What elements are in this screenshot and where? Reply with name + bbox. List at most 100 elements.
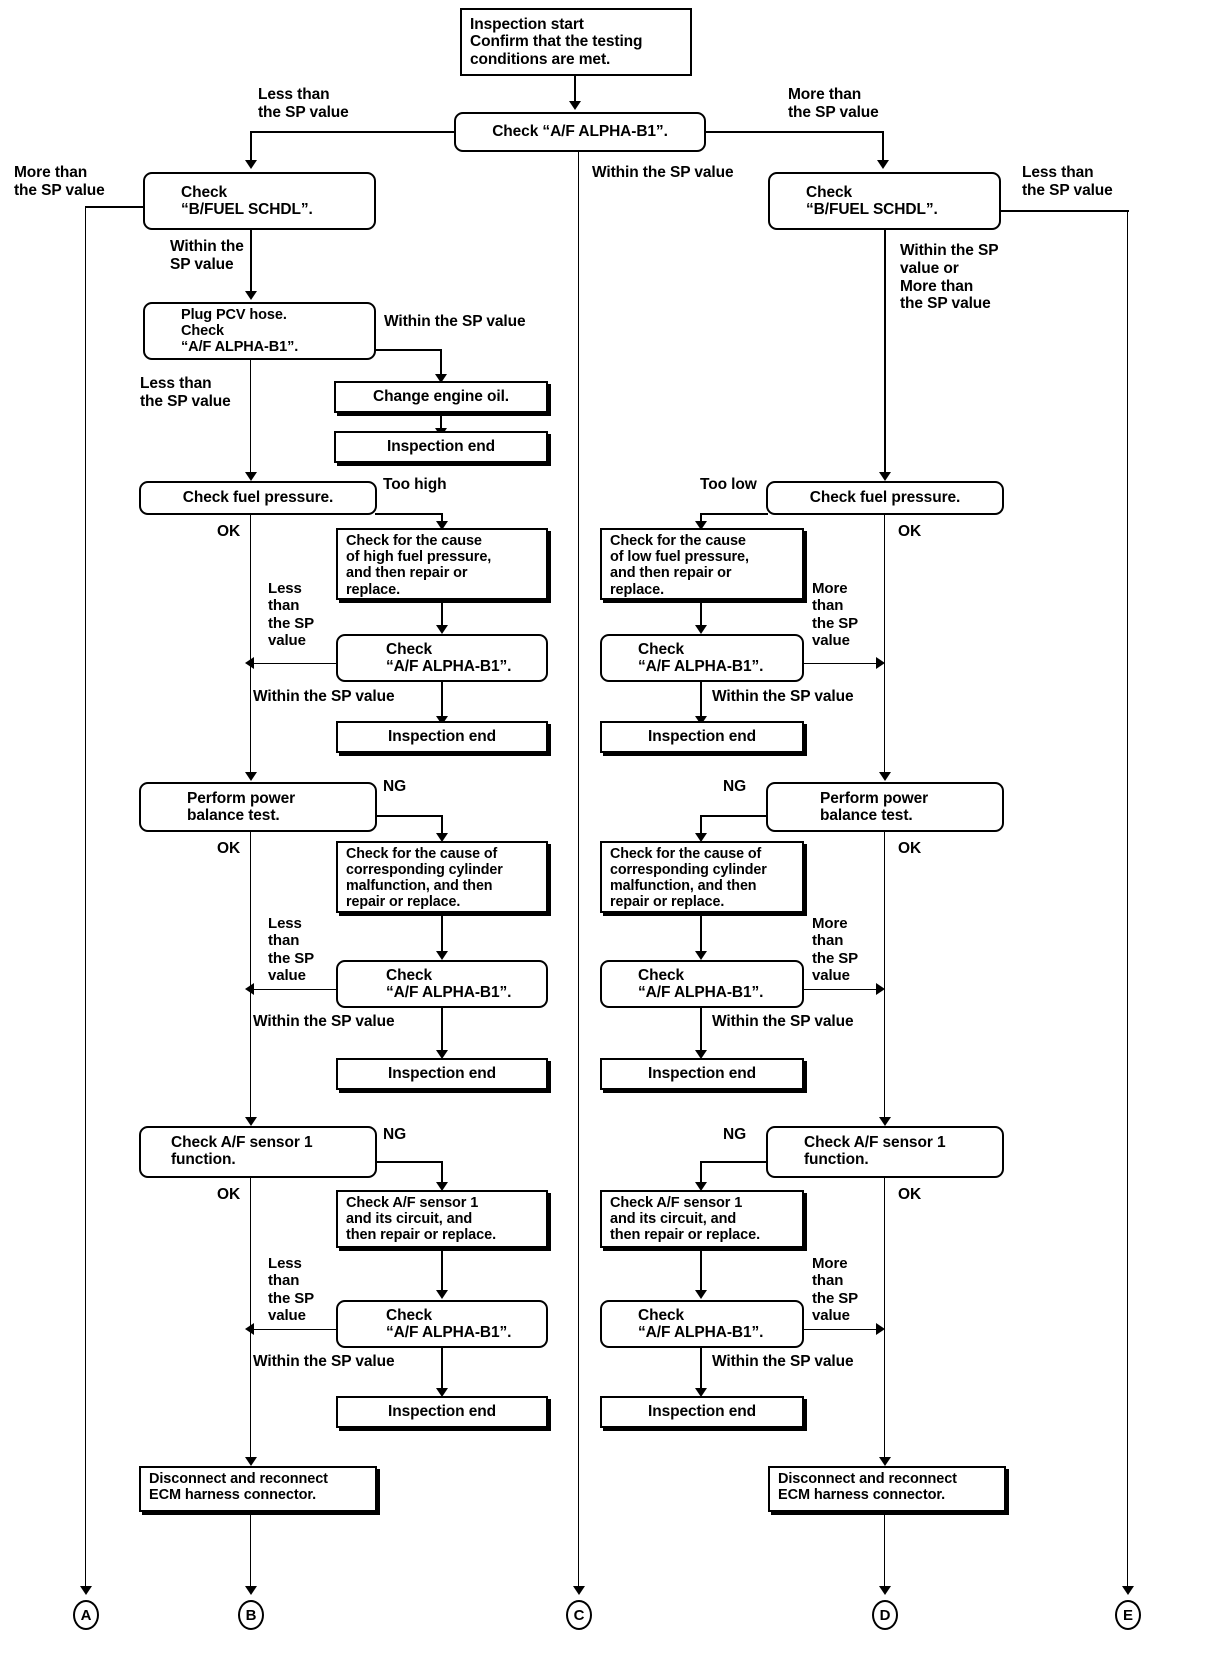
edge-ecm-right-to-d <box>884 1512 886 1590</box>
node-inspection-end-5: Inspection end <box>600 1058 804 1090</box>
node-label: Inspection start Confirm that the testin… <box>470 15 643 68</box>
arrow-down <box>695 833 707 842</box>
node-inspection-end-4: Inspection end <box>336 1058 548 1090</box>
edge-within-to-end-right-2 <box>700 1008 702 1054</box>
edge-ng-sensor-right-v <box>700 1161 702 1186</box>
edge-ng-right-h <box>700 815 768 817</box>
edge-ok-pb-right <box>884 832 886 1121</box>
edge-cause-low-to-check <box>700 600 702 628</box>
connector-label: C <box>573 1606 585 1624</box>
arrow-left <box>245 1323 254 1335</box>
arrow-down <box>695 521 707 530</box>
edge-start-to-check <box>574 76 576 103</box>
node-label: Check A/F sensor 1 and its circuit, and … <box>610 1195 761 1244</box>
edge-less-back-left-3 <box>252 1329 338 1331</box>
node-check-fuel-pressure-left: Check fuel pressure. <box>139 481 377 515</box>
node-label: Check fuel pressure. <box>809 489 961 507</box>
node-label: Disconnect and reconnect ECM harness con… <box>778 1471 957 1504</box>
node-label: Check for the cause of corresponding cyl… <box>346 846 503 910</box>
arrow-down <box>879 472 891 481</box>
node-change-engine-oil: Change engine oil. <box>334 381 548 413</box>
arrow-left <box>245 983 254 995</box>
node-label: Check “A/F ALPHA-B1”. <box>638 1306 764 1341</box>
node-label: Check “B/FUEL SCHDL”. <box>806 183 938 218</box>
arrow-down <box>695 716 707 725</box>
edge-oil-to-end <box>440 413 442 430</box>
connector-label: B <box>245 1606 257 1624</box>
node-label: Disconnect and reconnect ECM harness con… <box>149 1471 328 1504</box>
node-power-balance-left: Perform power balance test. <box>139 782 377 832</box>
edge-within-to-end-left-3 <box>441 1348 443 1392</box>
node-cause-low-fuel-pressure: Check for the cause of low fuel pressure… <box>600 528 804 600</box>
arrow-down <box>695 1182 707 1191</box>
edge-cause-cyl-to-check-left <box>441 913 443 955</box>
node-label: Check for the cause of low fuel pressure… <box>610 533 749 598</box>
edge-more-back-right-3 <box>802 1329 880 1331</box>
node-inspection-end-2: Inspection end <box>336 721 548 753</box>
arrow-down <box>245 1117 257 1126</box>
connector-c: C <box>566 1600 592 1630</box>
arrow-down <box>569 101 581 110</box>
edge-ok-fp-left <box>250 515 252 776</box>
arrow-down <box>436 833 448 842</box>
edge-ok-sensor-right <box>884 1178 886 1461</box>
label-ok-sensor-left: OK <box>217 1186 241 1203</box>
node-label: Perform power balance test. <box>820 789 929 824</box>
edge-within-to-end-left-1 <box>441 682 443 720</box>
edge-too-low-v <box>700 513 702 525</box>
edge-top-right-v <box>882 131 884 162</box>
edge-ok-fp-right <box>884 515 886 776</box>
node-label: Inspection end <box>388 728 496 746</box>
node-cause-high-fuel-pressure: Check for the cause of high fuel pressur… <box>336 528 548 600</box>
arrow-down <box>245 1457 257 1466</box>
label-ng-sensor-left: NG <box>383 1126 407 1143</box>
node-cause-cylinder-right: Check for the cause of corresponding cyl… <box>600 841 804 913</box>
label-ok-pb-right: OK <box>898 840 922 857</box>
label-less-stack-2: Less than the SP value <box>268 915 315 984</box>
edge-too-high-h <box>375 513 443 515</box>
node-label: Inspection end <box>387 438 495 456</box>
label-within-sp-right-4: Within the SP value <box>712 1353 854 1370</box>
node-check-bfuel-schdl-left: Check “B/FUEL SCHDL”. <box>143 172 376 230</box>
connector-d: D <box>872 1600 898 1630</box>
edge-right-within-v <box>884 230 886 475</box>
node-ecm-harness-left: Disconnect and reconnect ECM harness con… <box>139 1466 377 1512</box>
node-power-balance-right: Perform power balance test. <box>766 782 1004 832</box>
edge-left-more-h <box>85 206 145 208</box>
label-more-stack-3: More than the SP value <box>812 1255 859 1324</box>
arrow-down <box>436 1050 448 1059</box>
node-sensor-repair-left: Check A/F sensor 1 and its circuit, and … <box>336 1190 548 1248</box>
edge-ng-right-v <box>700 815 702 837</box>
label-less-stack-1: Less than the SP value <box>268 580 315 649</box>
arrow-down <box>695 1388 707 1397</box>
arrow-right <box>876 983 885 995</box>
node-label: Check for the cause of high fuel pressur… <box>346 533 492 598</box>
node-check-bfuel-schdl-right: Check “B/FUEL SCHDL”. <box>768 172 1001 230</box>
node-inspection-end-6: Inspection end <box>336 1396 548 1428</box>
arrow-down <box>245 160 257 169</box>
label-ok-pb-left: OK <box>217 840 241 857</box>
node-label: Perform power balance test. <box>187 789 296 824</box>
label-within-sp-right-2: Within the SP value <box>712 688 854 705</box>
label-less-stack-3: Less than the SP value <box>268 1255 315 1324</box>
arrow-down <box>879 772 891 781</box>
arrow-down <box>573 1586 585 1595</box>
arrow-down <box>436 1388 448 1397</box>
node-label: Inspection end <box>648 1403 756 1421</box>
arrow-down <box>877 160 889 169</box>
node-sensor-function-left: Check A/F sensor 1 function. <box>139 1126 377 1178</box>
edge-right-less-v-to-e <box>1127 210 1129 1590</box>
label-within-sp-left-4: Within the SP value <box>253 1353 395 1370</box>
edge-ecm-left-to-b <box>250 1512 252 1590</box>
edge-ok-sensor-left <box>250 1178 252 1461</box>
connector-label: A <box>80 1606 92 1624</box>
edge-left-more-v-to-a <box>85 206 87 1590</box>
label-ok-sensor-right: OK <box>898 1186 922 1203</box>
node-label: Check “A/F ALPHA-B1”. <box>386 966 512 1001</box>
node-label: Plug PCV hose. Check “A/F ALPHA-B1”. <box>181 306 299 356</box>
arrow-down <box>245 1586 257 1595</box>
edge-ng-sensor-right-h <box>700 1161 768 1163</box>
arrow-down <box>879 1117 891 1126</box>
arrow-down <box>436 1182 448 1191</box>
